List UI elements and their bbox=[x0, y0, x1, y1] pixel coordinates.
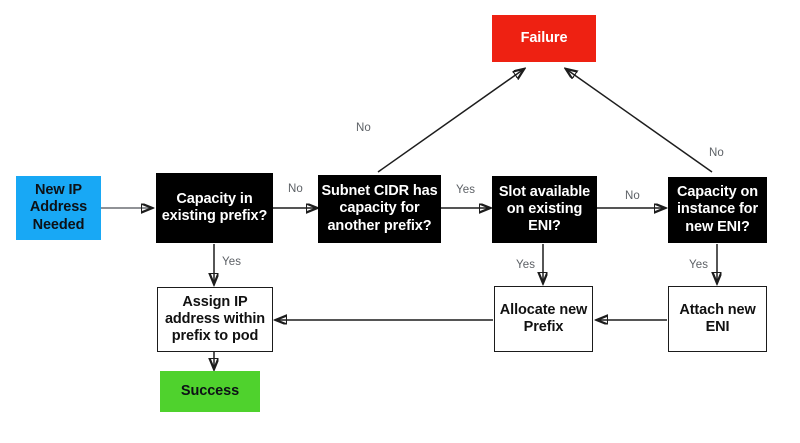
edge-label-subnet-cidr-no: No bbox=[356, 122, 371, 134]
edge-label-slot-eni-yes: Yes bbox=[516, 259, 536, 271]
node-new-ip-address-needed[interactable]: New IP Address Needed bbox=[16, 176, 101, 240]
node-subnet-cidr-has-capacity[interactable]: Subnet CIDR has capacity for another pre… bbox=[318, 175, 441, 243]
edge-label-slot-eni-no: No bbox=[625, 190, 640, 202]
edge-label-subnet-cidr-yes: Yes bbox=[456, 184, 476, 196]
edge-label-capacity-prefix-yes: Yes bbox=[222, 256, 242, 268]
node-failure[interactable]: Failure bbox=[492, 15, 596, 62]
node-assign-ip-address-within-prefix-to-pod[interactable]: Assign IP address within prefix to pod bbox=[157, 287, 273, 352]
node-slot-available-on-existing-eni[interactable]: Slot available on existing ENI? bbox=[492, 176, 597, 243]
edge-label-capacity-instance-yes: Yes bbox=[689, 259, 709, 271]
edge-label-capacity-prefix-no: No bbox=[288, 183, 303, 195]
edge-label-capacity-instance-no: No bbox=[709, 147, 724, 159]
edge-capacity-instance-no-to-failure bbox=[566, 69, 713, 173]
node-attach-new-eni[interactable]: Attach new ENI bbox=[668, 286, 767, 352]
edge-subnet-no-to-failure bbox=[377, 69, 524, 173]
node-allocate-new-prefix[interactable]: Allocate new Prefix bbox=[494, 286, 593, 352]
node-capacity-on-instance-for-new-eni[interactable]: Capacity on instance for new ENI? bbox=[668, 177, 767, 243]
node-success[interactable]: Success bbox=[160, 371, 260, 412]
node-capacity-in-existing-prefix[interactable]: Capacity in existing prefix? bbox=[156, 173, 273, 243]
